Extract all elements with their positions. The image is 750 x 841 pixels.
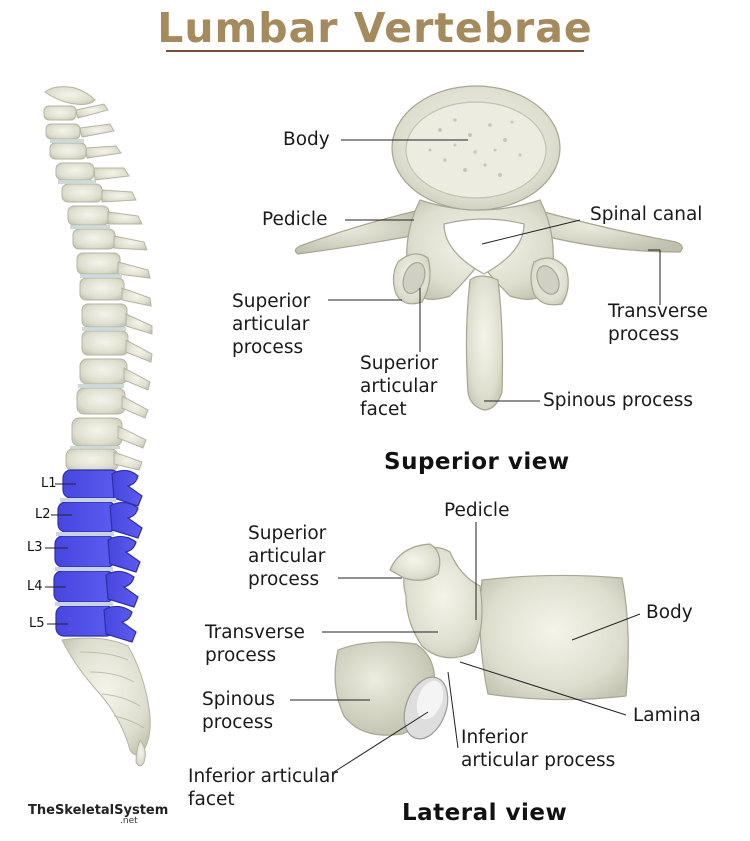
label-spinous-process-sup: Spinous process bbox=[543, 390, 694, 411]
label-pedicle-lateral: Pedicle bbox=[444, 500, 510, 521]
spine-illustration bbox=[43, 86, 153, 767]
label-spinal-canal: Spinal canal bbox=[590, 204, 703, 225]
superior-view-vertebra bbox=[294, 85, 683, 411]
label-pedicle-superior: Pedicle bbox=[262, 209, 328, 230]
label-superior-articular-facet: Superior articular facet bbox=[360, 353, 439, 420]
lateral-view-heading: Lateral view bbox=[402, 800, 568, 826]
label-superior-articular-process-lat: Superior articular process bbox=[248, 523, 327, 590]
label-lamina: Lamina bbox=[633, 705, 701, 726]
page-title: Lumbar Vertebrae bbox=[157, 4, 593, 52]
spine-level-l3: L3 bbox=[27, 540, 43, 555]
site-logo: TheSkeletalSystem bbox=[28, 803, 169, 818]
spine-level-l4: L4 bbox=[27, 579, 43, 594]
label-transverse-process-sup: Transverse process bbox=[608, 301, 708, 345]
spine-level-l5: L5 bbox=[29, 616, 45, 631]
lateral-view-vertebra bbox=[334, 543, 629, 740]
spine-level-l1: L1 bbox=[41, 476, 57, 491]
label-transverse-process-lat: Transverse process bbox=[205, 622, 305, 666]
site-logo-suffix: .net bbox=[120, 816, 138, 826]
label-spinous-process-lat: Spinous process bbox=[202, 689, 276, 733]
title-underline bbox=[166, 50, 584, 52]
label-superior-articular-process-sup: Superior articular process bbox=[232, 291, 311, 358]
label-inferior-articular-process: Inferior articular process bbox=[461, 727, 616, 771]
label-body-superior: Body bbox=[283, 129, 330, 150]
superior-view-heading: Superior view bbox=[384, 449, 570, 475]
label-inferior-articular-facet: Inferior articular facet bbox=[188, 766, 338, 810]
spine-level-l2: L2 bbox=[35, 507, 51, 522]
label-body-lateral: Body bbox=[646, 602, 693, 623]
